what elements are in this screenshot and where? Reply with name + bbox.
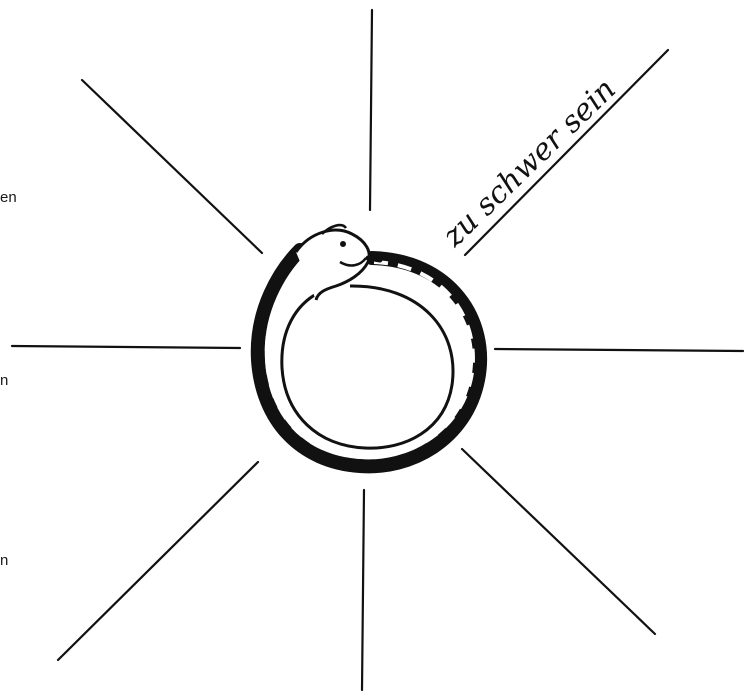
ray-right [495,349,743,351]
ray-top-right [465,50,668,255]
ray-bottom-left [58,462,258,660]
handwritten-label: zu schwer sein [436,72,623,255]
ray-left [12,346,240,348]
ray-bottom-right [462,449,655,634]
edge-fragment-1: en [0,190,17,205]
ouroboros-snake [258,225,480,466]
ray-top [370,10,372,210]
ray-bottom [362,490,364,690]
edge-fragment-2: n [0,373,8,388]
edge-fragment-3: n [0,553,8,568]
ray-top-left [82,80,262,253]
